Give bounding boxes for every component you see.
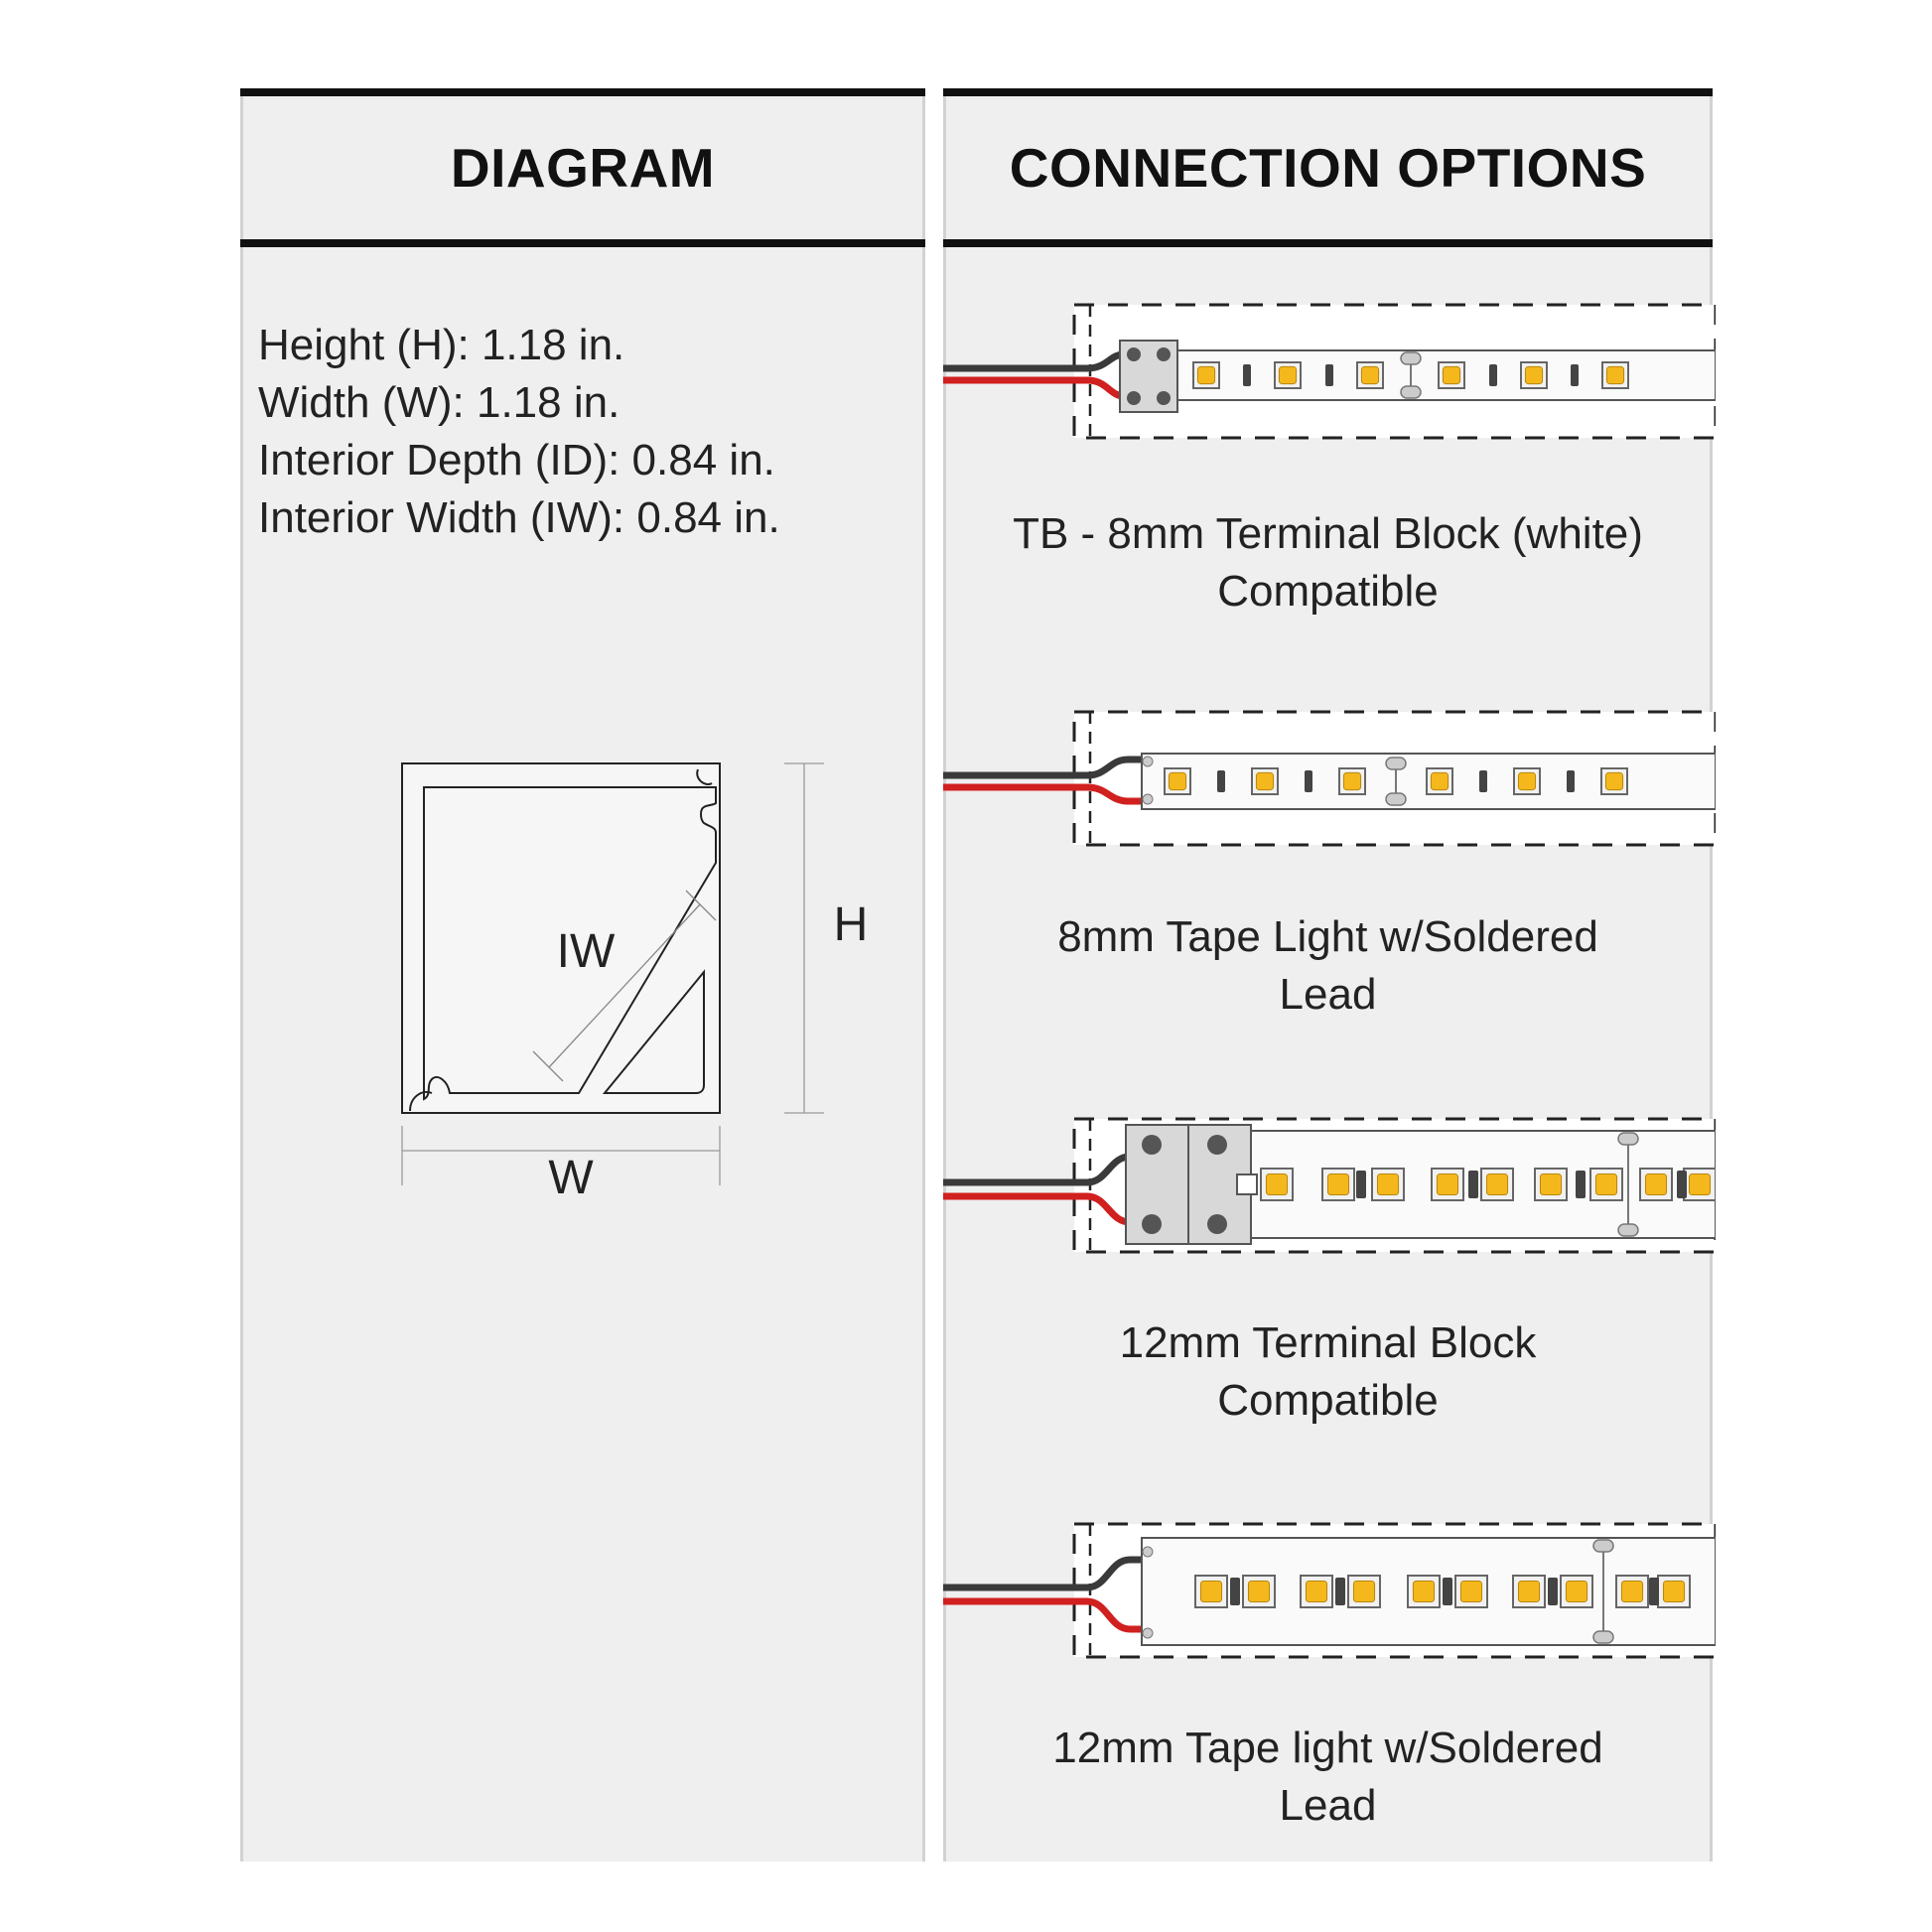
- led-emitter: [1539, 1173, 1563, 1196]
- led-emitter: [1247, 1580, 1271, 1603]
- resistor: [1325, 364, 1333, 386]
- led-emitter: [1517, 1580, 1541, 1603]
- led-emitter: [1594, 1173, 1618, 1196]
- led-emitter: [1442, 365, 1461, 385]
- resistor: [1243, 364, 1251, 386]
- h-dimension-line: [784, 762, 824, 1114]
- solder-pad: [1617, 1223, 1639, 1237]
- led-emitter: [1662, 1580, 1686, 1603]
- solder-pad: [1385, 792, 1407, 806]
- profile-outer-outline: [401, 762, 721, 1114]
- resistor: [1468, 1171, 1478, 1198]
- connection-options-panel: CONNECTION OPTIONS TB - 8mm Terminal Blo…: [943, 88, 1716, 1862]
- diagram-title: DIAGRAM: [240, 88, 925, 247]
- option-4-line1: 12mm Tape light w/Soldered: [1052, 1724, 1603, 1772]
- tb-8mm-terminal-block-drawing: [943, 303, 1716, 440]
- led-emitter: [1517, 771, 1537, 791]
- resistor: [1571, 364, 1579, 386]
- led-emitter: [1360, 365, 1380, 385]
- led-emitter: [1255, 771, 1275, 791]
- profile-cross-section-drawing: IW H W: [401, 762, 869, 1204]
- spec-height: Height (H): 1.18 in.: [258, 321, 625, 369]
- resistor: [1356, 1171, 1366, 1198]
- led-emitter: [1196, 365, 1216, 385]
- solder-pad: [1385, 757, 1407, 770]
- option-1-label: TB - 8mm Terminal Block (white) Compatib…: [946, 505, 1710, 621]
- led-emitter: [1459, 1580, 1483, 1603]
- resistor: [1305, 770, 1312, 792]
- lead-solder-point: [1142, 1627, 1154, 1639]
- iw-dimension-line: [532, 890, 717, 1082]
- profile-notch-top: [696, 768, 713, 785]
- option-2-label: 8mm Tape Light w/Soldered Lead: [946, 908, 1710, 1024]
- w-dimension-line: [401, 1126, 721, 1185]
- led-emitter: [1604, 771, 1624, 791]
- resistor: [1479, 770, 1487, 792]
- option-1-line1: TB - 8mm Terminal Block (white): [1013, 509, 1643, 558]
- led-emitter: [1644, 1173, 1668, 1196]
- h-label: H: [834, 898, 869, 951]
- led-emitter: [1199, 1580, 1223, 1603]
- lead-solder-point: [1142, 756, 1154, 767]
- option-3-label: 12mm Terminal Block Compatible: [946, 1314, 1710, 1430]
- solder-pad: [1592, 1630, 1614, 1644]
- led-emitter: [1305, 1580, 1328, 1603]
- led-emitter: [1688, 1173, 1712, 1196]
- led-emitter: [1376, 1173, 1400, 1196]
- resistor: [1217, 770, 1225, 792]
- resistor: [1443, 1578, 1452, 1605]
- option-2-line1: 8mm Tape Light w/Soldered: [1057, 912, 1598, 961]
- solder-pad: [1400, 385, 1422, 399]
- led-emitter: [1352, 1580, 1376, 1603]
- led-emitter: [1565, 1580, 1588, 1603]
- lead-solder-point: [1142, 1546, 1154, 1558]
- solder-pad: [1592, 1539, 1614, 1553]
- spec-interior-depth: Interior Depth (ID): 0.84 in.: [258, 436, 775, 484]
- resistor: [1230, 1578, 1240, 1605]
- profile-diagonal-cavity: [602, 969, 705, 1094]
- profile-notch-bottom: [409, 1091, 433, 1112]
- option-3-line1: 12mm Terminal Block: [1119, 1318, 1537, 1367]
- 12mm-tape-soldered-lead-drawing: [943, 1522, 1716, 1659]
- resistor: [1335, 1578, 1345, 1605]
- led-emitter: [1485, 1173, 1509, 1196]
- led-emitter: [1605, 365, 1625, 385]
- connection-options-title: CONNECTION OPTIONS: [943, 88, 1713, 247]
- led-emitter: [1278, 365, 1298, 385]
- led-emitter: [1524, 365, 1544, 385]
- connector-clip: [1236, 1173, 1258, 1195]
- led-emitter: [1326, 1173, 1350, 1196]
- 8mm-tape-soldered-lead-drawing: [943, 710, 1716, 847]
- spec-interior-width: Interior Width (IW): 0.84 in.: [258, 493, 780, 542]
- led-emitter: [1168, 771, 1187, 791]
- resistor: [1677, 1171, 1687, 1198]
- option-3-line2: Compatible: [1217, 1376, 1439, 1425]
- 12mm-terminal-block-drawing: [943, 1117, 1716, 1254]
- resistor: [1489, 364, 1497, 386]
- resistor: [1567, 770, 1575, 792]
- resistor: [1649, 1578, 1659, 1605]
- resistor: [1576, 1171, 1586, 1198]
- led-emitter: [1265, 1173, 1289, 1196]
- option-4-label: 12mm Tape light w/Soldered Lead: [946, 1720, 1710, 1835]
- led-emitter: [1430, 771, 1449, 791]
- lead-solder-point: [1142, 793, 1154, 805]
- led-emitter: [1436, 1173, 1459, 1196]
- led-emitter: [1620, 1580, 1644, 1603]
- solder-pad: [1400, 351, 1422, 365]
- option-4-line2: Lead: [1279, 1781, 1377, 1830]
- led-emitter: [1412, 1580, 1436, 1603]
- solder-pad: [1617, 1132, 1639, 1146]
- spec-width: Width (W): 1.18 in.: [258, 378, 621, 427]
- w-label: W: [548, 1152, 594, 1204]
- led-emitter: [1342, 771, 1362, 791]
- resistor: [1548, 1578, 1558, 1605]
- iw-label: IW: [557, 925, 616, 978]
- option-2-line2: Lead: [1279, 970, 1377, 1019]
- option-1-line2: Compatible: [1217, 567, 1439, 616]
- diagram-panel: DIAGRAM Height (H): 1.18 in. Width (W): …: [240, 88, 925, 1862]
- profile-inner-outline: [423, 786, 717, 1101]
- spec-list: Height (H): 1.18 in. Width (W): 1.18 in.…: [258, 317, 780, 547]
